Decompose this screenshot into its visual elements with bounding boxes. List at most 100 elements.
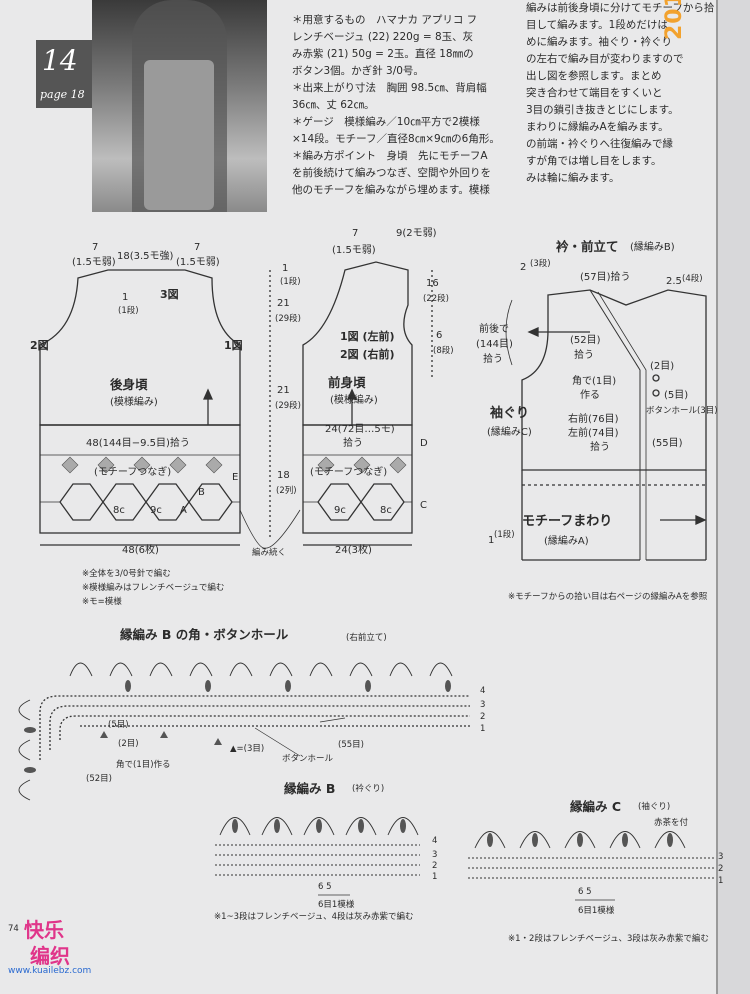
- row-number: 1: [718, 876, 724, 886]
- instruction-line: めに編みます。袖ぐり・衿ぐり: [526, 36, 672, 48]
- instruction-line: 3目の鎖引き抜きとじにします。: [526, 104, 679, 116]
- edging-b-corner-picots: [18, 662, 453, 801]
- instruction-line: 36㎝、丈 62㎝。: [292, 99, 375, 111]
- collar-back-front2: (144目): [476, 339, 513, 350]
- front-h2: 21: [277, 385, 290, 396]
- watermark-url: www.kuailebz.com: [8, 966, 92, 976]
- collar-motif-round: モチーフまわり: [522, 514, 613, 529]
- collar-top-right-sub: (4段): [682, 274, 703, 284]
- instruction-line: を前後続けて編みつなぎ、空間や外回りを: [292, 167, 491, 179]
- edging-b-corner-title-sub: (右前立て): [346, 633, 387, 643]
- instruction-line: ＊出来上がり寸法 胸囲 98.5㎝、背肩幅: [292, 82, 487, 94]
- front-r1s: (1段): [280, 277, 301, 287]
- front-h1: 21: [277, 298, 290, 309]
- note-line: ※全体を3/0号針で編む: [82, 569, 171, 579]
- back-motif-area: [39, 424, 241, 534]
- back-motif-8c: 8c: [113, 505, 125, 516]
- instruction-line: みは輪に編みます。: [526, 172, 620, 184]
- instruction-line: ＊編み方ポイント 身頃 先にモチーフA: [292, 150, 488, 162]
- front-h1s: (29段): [275, 314, 301, 324]
- edging-c-title-sub: (袖ぐり): [638, 802, 671, 812]
- instruction-line: ×14段。モチーフ／直径8㎝×9㎝の6角形。: [292, 133, 500, 145]
- edging-b-p55: (55目): [338, 740, 364, 750]
- collar-pick57: (57目)拾う: [580, 272, 631, 283]
- note-line: ※模様編みはフレンチベージュで編む: [82, 583, 225, 593]
- instruction-line: 突き合わせて端目をすくいと: [526, 87, 663, 99]
- front-bottom: 24(3枚): [335, 545, 372, 556]
- collar-front-outline: [521, 289, 707, 471]
- collar-p55: (55目): [652, 438, 683, 449]
- row-number: 4: [480, 686, 486, 696]
- buttonhole-mark: [652, 389, 660, 397]
- back-row1: 1: [122, 292, 129, 303]
- back-row1-sub: (1段): [118, 306, 139, 316]
- front-h3s: (2列): [276, 486, 297, 496]
- collar-title-sub: (縁編みB): [630, 242, 675, 253]
- front-d: D: [420, 438, 428, 449]
- back-bottom: 48(6枚): [122, 545, 159, 556]
- edging-b-chart: [215, 817, 420, 876]
- model-photo: [92, 0, 267, 212]
- edging-b-buttonhole: ボタンホール: [282, 754, 334, 764]
- collar-top-left-sub: (3段): [530, 259, 551, 269]
- collar-sleeve-sub: (縁編みC): [487, 427, 532, 438]
- back-title: 後身頃: [110, 377, 148, 392]
- collar-bottom-r: 1: [488, 535, 495, 546]
- collar-corner: 角で(1目): [572, 376, 617, 387]
- back-fig2: 2図: [30, 339, 49, 352]
- back-pick: 48(144目−9.5目)拾う: [86, 438, 190, 449]
- collar-back-front3: 拾う: [483, 354, 503, 365]
- row-number: 4: [432, 836, 438, 846]
- front-pick2: 拾う: [343, 438, 363, 449]
- collar-motif-round-sub: (縁編みA): [544, 536, 589, 547]
- collar-buttonhole: ボタンホール(3目): [646, 406, 718, 416]
- edging-c-top-note: 赤茶を付: [654, 818, 689, 828]
- collar-title: 衿・前立て: [556, 239, 619, 254]
- row-number: 2: [718, 864, 724, 874]
- page-reference: page 18: [40, 88, 85, 101]
- instruction-line: 出し図を参照します。まとめ: [526, 70, 662, 82]
- back-top-mid: 18(3.5モ強): [117, 251, 174, 262]
- collar-right-front: 右前(76目): [568, 414, 619, 425]
- edging-b-eq: ▲=(3目): [230, 744, 265, 754]
- pattern-number-box: 14 page 18: [36, 40, 92, 108]
- front-s1s: (22段): [423, 294, 449, 304]
- back-top-left-sub: (1.5モ弱): [72, 257, 116, 268]
- edging-b-p52: (52目): [86, 774, 112, 784]
- page-number: 74: [8, 924, 19, 934]
- instruction-line: み赤紫 (21) 50g = 2玉。直径 18㎜の: [292, 48, 474, 60]
- front-c: C: [420, 500, 427, 511]
- front-join: (モチーフつなぎ): [310, 467, 388, 478]
- edging-b-corner-note: 角で(1目)作る: [116, 760, 171, 770]
- edging-b-corner-chart: [59, 715, 470, 740]
- row-number: 3: [480, 700, 486, 710]
- pattern-number: 14: [42, 44, 78, 77]
- front-title: 前身頃: [328, 375, 366, 390]
- row-number: 1: [432, 872, 438, 882]
- edging-b-p5: (5目): [108, 720, 129, 730]
- note-line: ※モ=模様: [82, 597, 122, 607]
- back-join: (モチーフつなぎ): [94, 467, 172, 478]
- front-pick: 24(72目…5モ): [325, 424, 395, 435]
- watermark-logo-top: 快乐: [24, 918, 64, 942]
- row-number: 2: [480, 712, 486, 722]
- collar-back-front: 前後で: [479, 324, 509, 335]
- back-bodice-outline: [39, 269, 241, 426]
- back-diamonds: [61, 456, 223, 474]
- edging-c-r65: 6 5: [578, 887, 592, 897]
- collar-c2: (2目): [650, 361, 675, 372]
- collar-left-front2: 拾う: [590, 442, 610, 453]
- next-page-edge: [716, 0, 750, 994]
- back-motif-a: A: [180, 505, 187, 516]
- front-r1: 1: [282, 263, 289, 274]
- instruction-line: 目して編みます。1段めだけは: [526, 19, 668, 31]
- edging-c-title: 縁編み C: [570, 799, 622, 814]
- collar-left-front: 左前(74目): [568, 428, 619, 439]
- buttonhole-mark: [652, 374, 660, 382]
- instruction-line: まわりに縁編みAを編みます。: [526, 121, 669, 133]
- front-sub: (模様編み): [330, 395, 378, 406]
- front-h2s: (29段): [275, 401, 301, 411]
- collar-top-left: 2: [520, 262, 527, 273]
- instruction-line: レンチベージュ (22) 220g = 8玉、灰: [292, 31, 474, 43]
